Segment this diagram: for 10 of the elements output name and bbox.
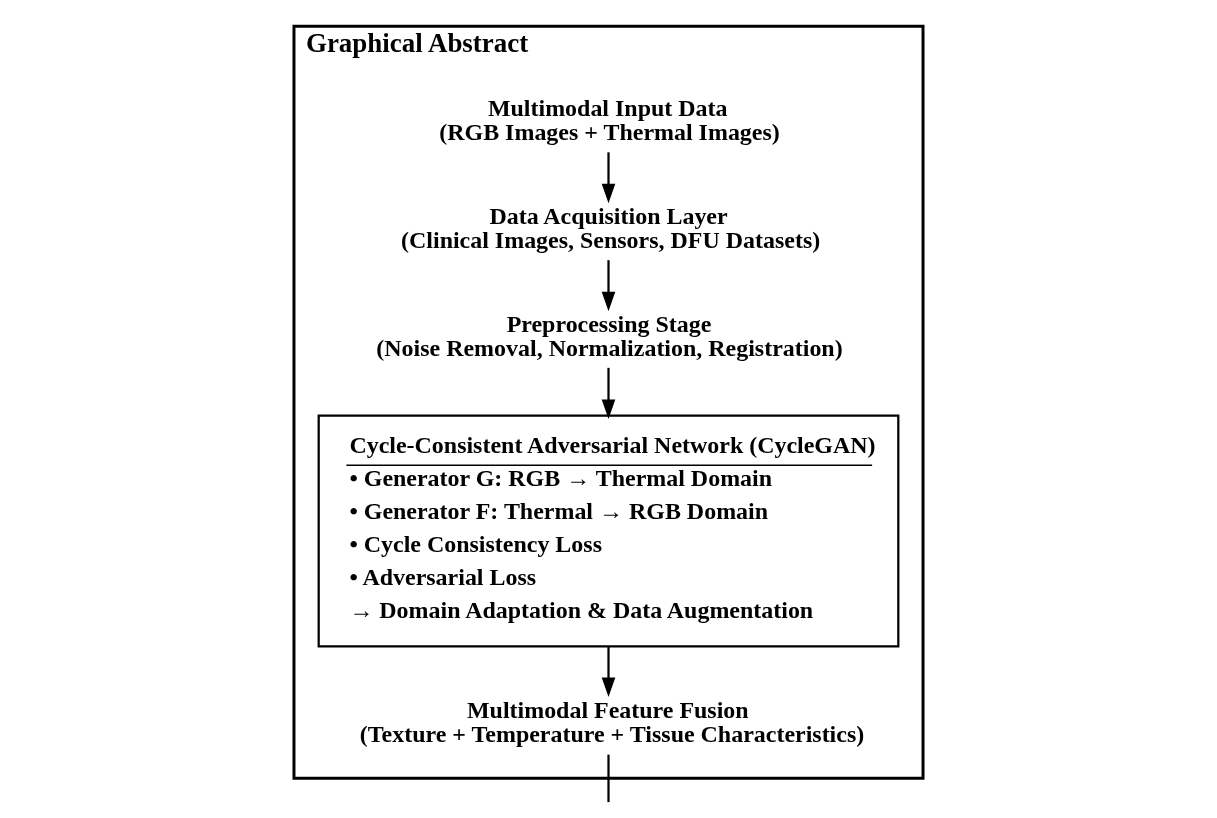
node-box: Cycle-Consistent Adversarial Network (CycleGAN) • Generator G: RGB → Thermal Domain • Generator F: Thermal → RGB Domain • Cycle Consistency Loss • Adversarial Loss → Domain Adaptation & Data Augmentation: [317, 414, 900, 648]
node-text: Preprocessing Stage (Noise Removal, Normalization, Registration): [376, 310, 843, 361]
arrow: [601, 152, 616, 204]
arrow: [601, 646, 616, 698]
arrow: [601, 367, 616, 419]
node-text: Multimodal Input Data (RGB Images + Thermal Images): [439, 94, 780, 145]
connector: [607, 754, 610, 803]
node-text: Data Acquisition Layer (Clinical Images, Sensors, DFU Datasets): [401, 202, 821, 253]
arrow: [601, 260, 616, 312]
node-text: Multimodal Feature Fusion (Texture + Temperature + Tissue Characteristics): [359, 696, 865, 747]
